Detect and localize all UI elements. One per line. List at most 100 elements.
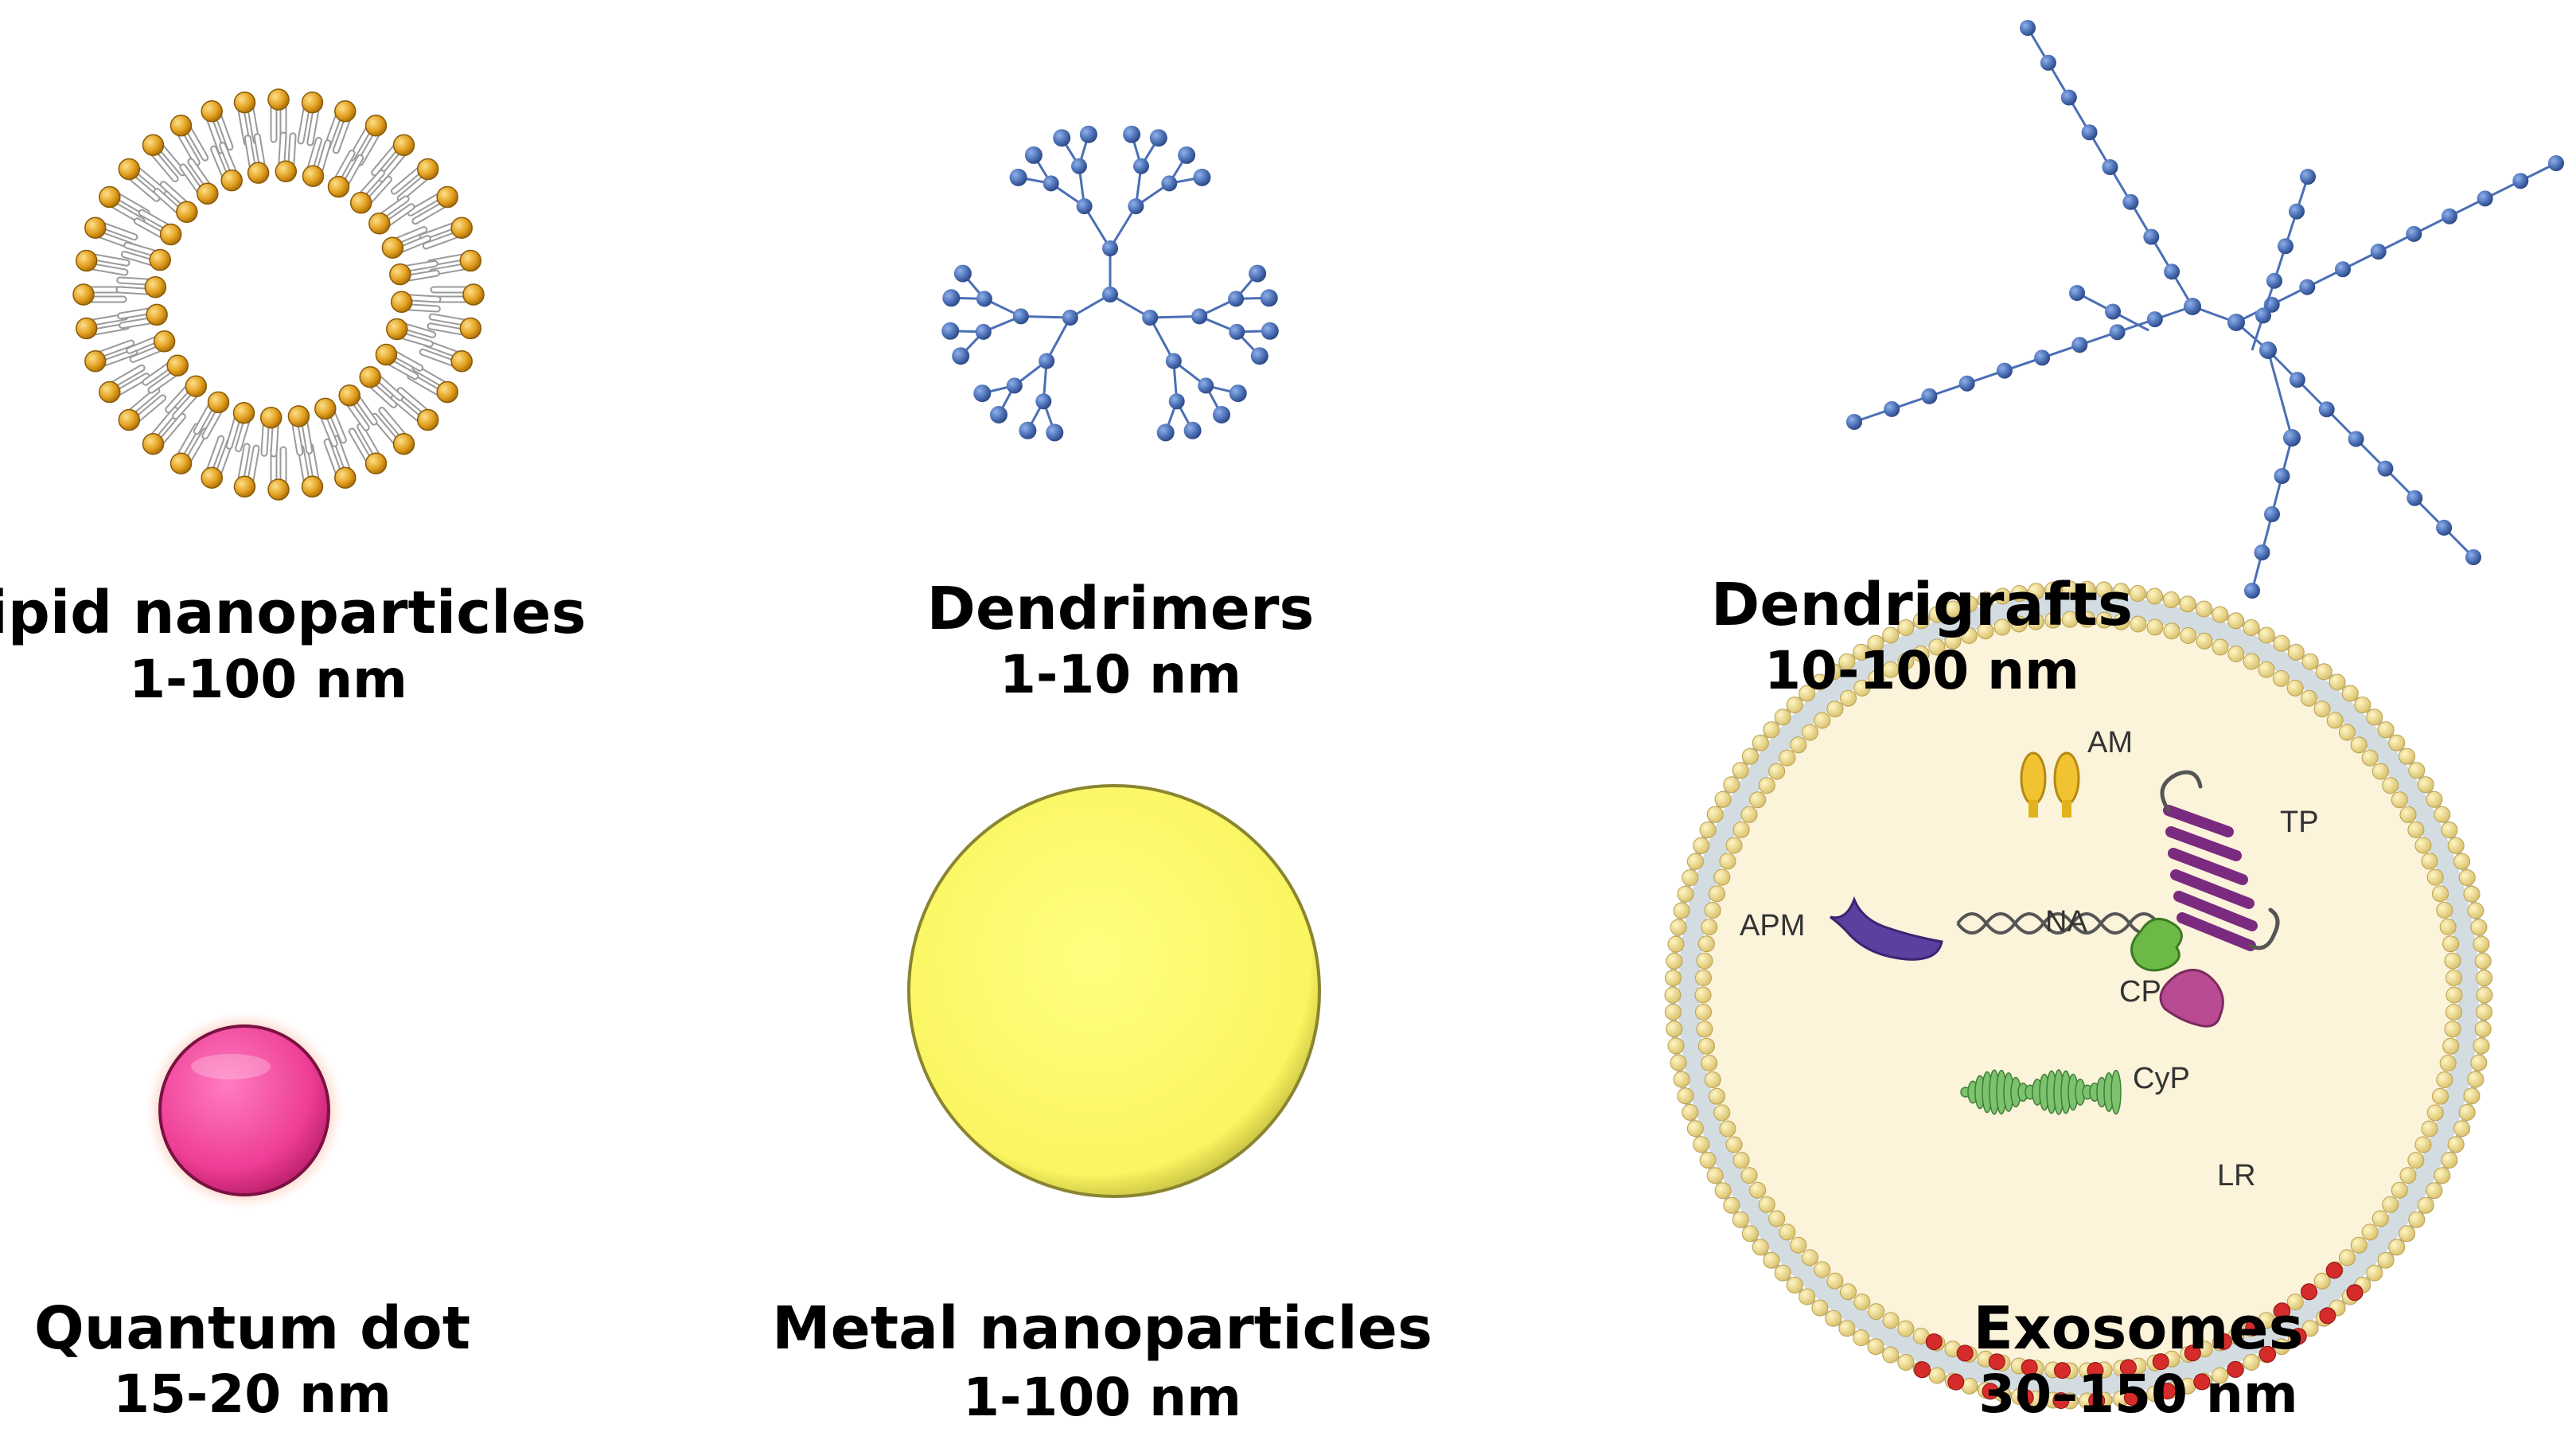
exosome-lipid-head (1786, 1276, 1803, 1294)
exosome-lipid-head (2399, 806, 2417, 823)
dendrimer-node (1024, 146, 1042, 164)
exosome-lipid-head (2301, 689, 2317, 707)
lipid-head (314, 397, 337, 420)
exosome-lipid-head (2441, 821, 2458, 839)
exosome-lipid-head (1723, 776, 1740, 794)
exosome-lipid-head (1826, 700, 1844, 718)
exosome-lipid-head (1912, 612, 1930, 630)
exosome-lipid-head (2061, 611, 2079, 628)
lipid-head (176, 201, 198, 224)
panel-size: 1-100 nm (963, 1367, 1241, 1428)
exosome-lipid-head (2243, 619, 2260, 636)
exosome-lipid-head (2441, 1151, 2458, 1169)
exosome-lipid-head (2010, 615, 2028, 633)
lipid-head (207, 391, 230, 414)
dendrigraft-node (2548, 155, 2564, 171)
label-apm: APM (1740, 909, 1805, 942)
lipid-head (462, 283, 485, 306)
exosome-lipid-head (1768, 763, 1786, 780)
panel-name: Metal nanoparticles (772, 1294, 1432, 1363)
exosome-lipid-head (2445, 986, 2463, 1004)
exosome-lipid-head (1682, 869, 1699, 887)
raft-lipid (1982, 1383, 1999, 1400)
exosome-lipid-head (2301, 653, 2319, 670)
exosome-lipid-head (2453, 853, 2471, 870)
exosome-lipid-head (2272, 669, 2290, 687)
raft-lipid (2123, 1389, 2141, 1406)
dendrimer-node (1035, 393, 1052, 410)
lipid-head (287, 405, 310, 427)
raft-lipid (2290, 1328, 2307, 1345)
exosome-lipid-head (1814, 1261, 1831, 1278)
exosome-lipid-head (1752, 1239, 1769, 1256)
dendrigraft-node (2442, 208, 2457, 224)
raft-lipid (1988, 1353, 2005, 1371)
dendrigraft-node (2081, 124, 2098, 141)
dendrimer-icon (941, 125, 1279, 442)
dendrimer-node (1019, 421, 1037, 439)
quantum-dot-icon (145, 1011, 344, 1210)
exosome-lipid-head (1664, 970, 1682, 987)
dendrigraft-node (2146, 311, 2163, 328)
exosome-lipid-head (1697, 1037, 1715, 1055)
exosome-lipid-head (2212, 606, 2229, 623)
exosome-lipid-head (2417, 776, 2434, 794)
exosome-lipid-head (1696, 952, 1713, 970)
exosome-lipid-head (2470, 1054, 2488, 1071)
exosome-lipid-head (2301, 1320, 2319, 1337)
exosome-lipid-head (1693, 837, 1710, 854)
lipid-head (364, 452, 388, 474)
exosome-lipid-head (2436, 1071, 2453, 1088)
exosome-lipid-head (2442, 1037, 2460, 1055)
exosome-lipid-head (2113, 613, 2130, 630)
exosome-lipid-head (1882, 1346, 1900, 1364)
lipid-head (381, 236, 404, 259)
dendrigraft-node (2406, 490, 2423, 506)
lipid-head (436, 380, 458, 404)
lipid-head (392, 134, 415, 157)
exosome-lipid-head (2079, 580, 2096, 598)
dendrimer-bond (1020, 314, 1070, 319)
exosome-lipid-head (1723, 1196, 1740, 1214)
dendrimer-bond (1083, 205, 1112, 249)
exosome-lipid-head (1693, 1136, 1710, 1153)
exosome-lipid-head (2377, 1251, 2395, 1269)
exosome-lipid-head (1694, 986, 1712, 1004)
exosome-lipid-head (2061, 580, 2079, 598)
lipid-head (159, 223, 182, 246)
exosome-lipid-head (1814, 712, 1831, 729)
exosome-lipid-head (1714, 790, 1732, 808)
exosome-lipid-head (1709, 885, 1725, 903)
lipid-head (201, 466, 223, 489)
exosome-lipid-head (2391, 1181, 2408, 1199)
dendrigraft-node (2060, 89, 2077, 106)
exosome-lipid-head (2227, 646, 2245, 662)
exosome-lipid-head (1928, 638, 1946, 656)
exosome-lipid-head (1719, 853, 1736, 870)
exosome-lipid-head (2350, 736, 2368, 754)
exosome-lipid-head (2350, 1236, 2368, 1254)
dendrimer-node (1198, 377, 1214, 394)
raft-lipid (2054, 1362, 2071, 1380)
dendrigraft-node (2254, 544, 2270, 560)
exosome-lipid-head (2474, 952, 2492, 970)
dendrigraft-node (2071, 337, 2088, 353)
dendrigraft-node (2020, 20, 2036, 36)
panel-size: 10-100 nm (1764, 640, 2079, 701)
exosome-lipid-head (2180, 627, 2197, 644)
exosome-lipid-head (1686, 1120, 1704, 1138)
exosome-lipid-head (1802, 1249, 1818, 1266)
lipid-head (392, 432, 415, 455)
exosome-lipid-head (1686, 853, 1704, 870)
dendrigraft-node (2259, 341, 2277, 359)
panel-size: 30–150 nm (1978, 1364, 2297, 1425)
exosome-lipid-head (2444, 1020, 2461, 1038)
caption-metal-nanoparticles: Metal nanoparticles 1-100 nm (772, 1294, 1432, 1428)
exosome-lipid-head (1960, 627, 1978, 644)
dendrigraft-chain (2235, 162, 2557, 324)
exosome-lipid-head (2212, 1367, 2229, 1384)
exosome-lipid-head (1978, 591, 1994, 608)
exosome-lipid-head (2447, 1136, 2465, 1153)
lipid-head (389, 263, 411, 286)
exosome-lipid-head (2447, 837, 2465, 854)
